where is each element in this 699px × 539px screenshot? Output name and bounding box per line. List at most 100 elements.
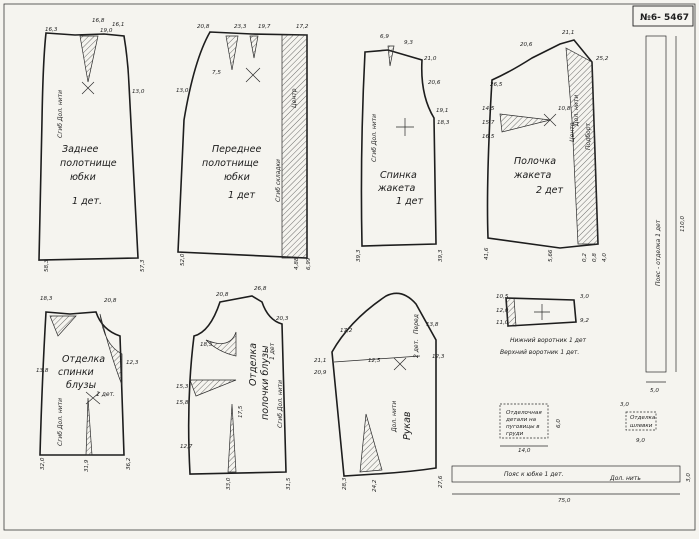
- collar-dim-4: 9,2: [580, 318, 589, 324]
- sleeve-trim-dim-1: 6,0: [556, 419, 562, 428]
- cuff-trim-title-2: шлевки: [630, 423, 653, 429]
- front-skirt-title-3: юбки: [224, 172, 250, 183]
- sleeve-dim-5: 12,3: [432, 354, 445, 360]
- front-jacket-dim-2: 26,5: [490, 82, 503, 88]
- front-jacket-dim-5: 16,5: [482, 134, 495, 140]
- piece-back-skirt: Заднее полотнище юбки 1 дет. Сгиб Дол. н…: [38, 18, 146, 272]
- front-jacket-dim-12: 4,0: [602, 253, 608, 262]
- back-skirt-dim-4: 13,0: [132, 89, 145, 95]
- sheet-frame: [3, 3, 696, 531]
- collar-title-2: Верхний воротник 1 дет.: [500, 349, 579, 356]
- front-jacket-dim-10: 0,2: [582, 253, 588, 262]
- sleeve-dim-7: 24,2: [372, 479, 378, 492]
- back-skirt-count: 1 дет.: [72, 196, 102, 207]
- skirt-belt-width: 3,0: [686, 473, 692, 482]
- front-jacket-dim-0: 20,6: [520, 42, 533, 48]
- stamp-box: №6- 5467: [632, 5, 694, 27]
- front-skirt-dim-0: 20,8: [197, 24, 210, 30]
- front-jacket-dim-7: 25,2: [596, 56, 609, 62]
- front-skirt-dim-4: 7,5: [212, 70, 221, 76]
- front-skirt-dim-2: 19,7: [258, 24, 271, 30]
- front-jacket-dim-9: 5,66: [548, 249, 554, 262]
- piece-front-trim: Отделка полочки блузы 1 дет Сгиб Дол. ни…: [176, 286, 292, 490]
- front-trim-grain: Сгиб Дол. нити: [277, 380, 284, 428]
- front-trim-dim-3: 18,5: [200, 342, 213, 348]
- front-jacket-dim-3: 14,5: [482, 106, 495, 112]
- back-jacket-dim-7: 39,3: [438, 249, 444, 262]
- piece-back-trim: Отделка спинки блузы 1 дет. Сгиб Дол. ни…: [36, 296, 139, 472]
- back-trim-title-3: блузы: [66, 380, 97, 391]
- sleeve-dim-6: 28,3: [342, 477, 348, 490]
- back-skirt-dim-0: 16,3: [45, 27, 58, 33]
- sleeve-dim-1: 13,8: [426, 322, 439, 328]
- back-skirt-dim-3: 16,1: [112, 22, 124, 28]
- front-jacket-dim-4: 15,7: [482, 120, 495, 126]
- front-skirt-title-1: Переднее: [212, 144, 261, 155]
- back-skirt-title-2: полотнище: [60, 158, 117, 169]
- front-jacket-center: Центр: [569, 122, 576, 142]
- sleeve-dim-4: 12,5: [368, 358, 381, 364]
- front-trim-dim-0: 20,8: [216, 292, 229, 298]
- back-skirt-title-1: Заднее: [62, 144, 99, 155]
- front-trim-dim-9: 31,5: [286, 477, 292, 490]
- skirt-belt-grain: Дол. нить: [609, 475, 641, 482]
- front-trim-dim-5: 15,8: [176, 400, 189, 406]
- back-jacket-dim-4: 19,1: [436, 108, 448, 114]
- front-trim-dim-7: 17,5: [238, 405, 244, 418]
- stamp-number: №6- 5467: [640, 13, 689, 23]
- front-skirt-grain: Сгиб складки: [275, 159, 282, 202]
- sleeve-trim-title-2: детали на: [505, 417, 537, 423]
- front-jacket-grain: Дол. нити: [573, 95, 580, 127]
- front-jacket-fold: Подборт: [585, 122, 592, 150]
- back-jacket-dim-2: 21,0: [424, 56, 437, 62]
- back-jacket-title-1: Спинка: [380, 170, 417, 181]
- sleeve-trim-title-1: Отделочная: [506, 410, 542, 416]
- back-trim-dim-1: 20,8: [104, 298, 117, 304]
- back-trim-title-2: спинки: [58, 367, 94, 378]
- sleeve-count: 2 дет.: [413, 339, 420, 358]
- front-skirt-dim-3: 17,2: [296, 24, 309, 30]
- back-trim-dim-6: 36,2: [126, 457, 132, 470]
- front-trim-title-1: Отделка: [248, 343, 259, 386]
- back-skirt-dim-1: 16,8: [92, 18, 105, 24]
- back-skirt-dim-6: 57,3: [140, 259, 146, 272]
- front-jacket-dim-1: 21,1: [562, 30, 574, 36]
- front-skirt-title-2: полотнище: [202, 158, 259, 169]
- cuff-trim-dim-0: 9,0: [636, 438, 645, 444]
- belt-trim-length: 110,0: [680, 216, 686, 232]
- piece-back-jacket: Спинка жакета 1 дет Сгиб Дол. нити 6,9 9…: [356, 34, 450, 262]
- back-jacket-dim-3: 20,6: [428, 80, 441, 86]
- piece-front-skirt: Переднее полотнище юбки 1 дет Сгиб склад…: [176, 24, 312, 270]
- piece-skirt-belt: Пояс к юбке 1 дет. Дол. нить 75,0 3,0: [451, 465, 692, 504]
- back-jacket-dim-5: 18,3: [437, 120, 450, 126]
- sleeve-dim-0: 17,2: [340, 328, 353, 334]
- front-trim-title-2: полочки блузы: [260, 345, 271, 420]
- front-skirt-center: Центр: [291, 88, 298, 108]
- collar-title-1: Нижний воротник 1 дет: [510, 337, 587, 344]
- front-skirt-dim-6: 52,0: [180, 253, 186, 266]
- front-trim-dim-8: 33,0: [226, 477, 232, 490]
- sleeve-title: Рукав: [402, 411, 413, 440]
- sleeve-fold: Перед: [413, 314, 420, 334]
- back-trim-dim-2: 13,8: [36, 368, 49, 374]
- sleeve-dim-3: 20,9: [314, 370, 327, 376]
- sleeve-trim-title-3: пуговицы в: [506, 424, 540, 430]
- front-jacket-dim-11: 0,8: [592, 253, 598, 262]
- front-trim-count: 1 дет: [269, 342, 276, 360]
- piece-cuff-trim: Отделка шлевки 9,0 3,0: [620, 402, 657, 444]
- cuff-trim-dim-1: 3,0: [620, 402, 629, 408]
- back-trim-grain: Сгиб Дол. нити: [57, 398, 64, 446]
- back-trim-dim-0: 18,3: [40, 296, 53, 302]
- front-skirt-dim-1: 23,3: [234, 24, 247, 30]
- front-skirt-dim-8: 6,99: [306, 257, 312, 270]
- front-jacket-dim-6: 10,8: [558, 106, 571, 112]
- back-jacket-dim-6: 39,3: [356, 249, 362, 262]
- front-skirt-dim-5: 13,0: [176, 88, 189, 94]
- back-trim-dim-3: 12,3: [126, 360, 139, 366]
- back-skirt-title-3: юбки: [70, 172, 96, 183]
- back-jacket-count: 1 дет: [396, 196, 423, 207]
- sleeve-dim-8: 27,6: [438, 475, 444, 488]
- front-jacket-title-2: жакета: [513, 170, 551, 181]
- piece-sleeve: Рукав 2 дет. Дол. нити Перед 17,2 13,8 2…: [314, 292, 445, 492]
